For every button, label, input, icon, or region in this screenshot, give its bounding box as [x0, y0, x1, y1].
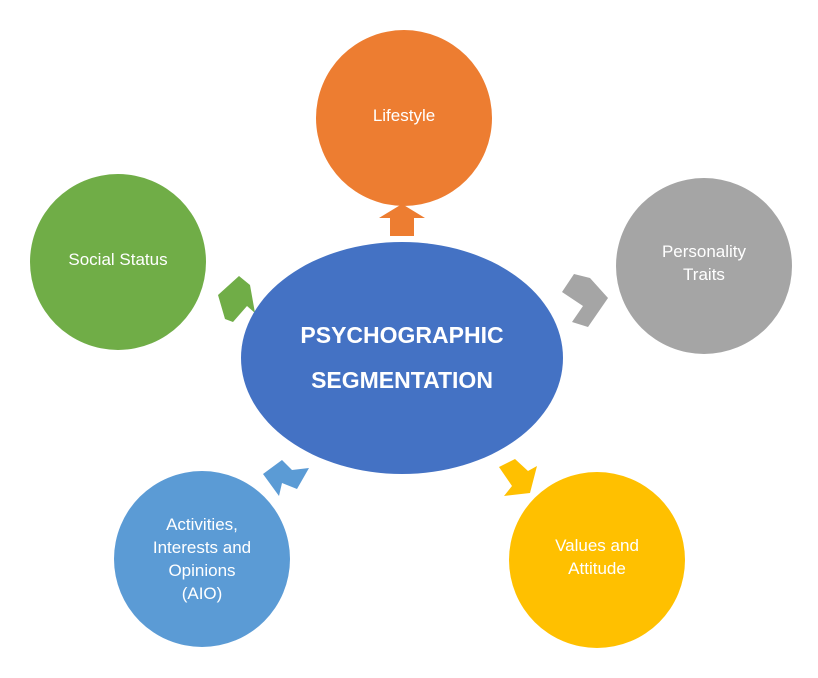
center-title: PSYCHOGRAPHIC SEGMENTATION	[252, 290, 552, 426]
lifestyle-circle	[316, 30, 492, 206]
center-ellipse	[241, 242, 563, 474]
center-title-line1: PSYCHOGRAPHIC	[300, 322, 504, 348]
social-status-circle	[30, 174, 206, 350]
personality-traits-label: Personality Traits	[661, 242, 747, 284]
arrow-to-social-status	[218, 276, 255, 322]
lifestyle-label: Lifestyle	[372, 105, 436, 125]
personality-traits-circle	[616, 178, 792, 354]
social-status-label: Social Status	[68, 249, 168, 269]
arrow-to-lifestyle	[379, 204, 425, 236]
aio-label: Activities, Interests and Opinions (AIO)	[152, 515, 252, 603]
values-and-attitude-label: Values and Attitude	[555, 536, 639, 578]
center-title-line2: SEGMENTATION	[311, 367, 493, 393]
arrow-to-aio	[263, 460, 309, 496]
arrow-to-values-and-attitude	[499, 459, 537, 496]
values-and-attitude-circle	[509, 472, 685, 648]
arrow-to-personality-traits	[562, 274, 608, 327]
aio-circle	[114, 471, 290, 647]
